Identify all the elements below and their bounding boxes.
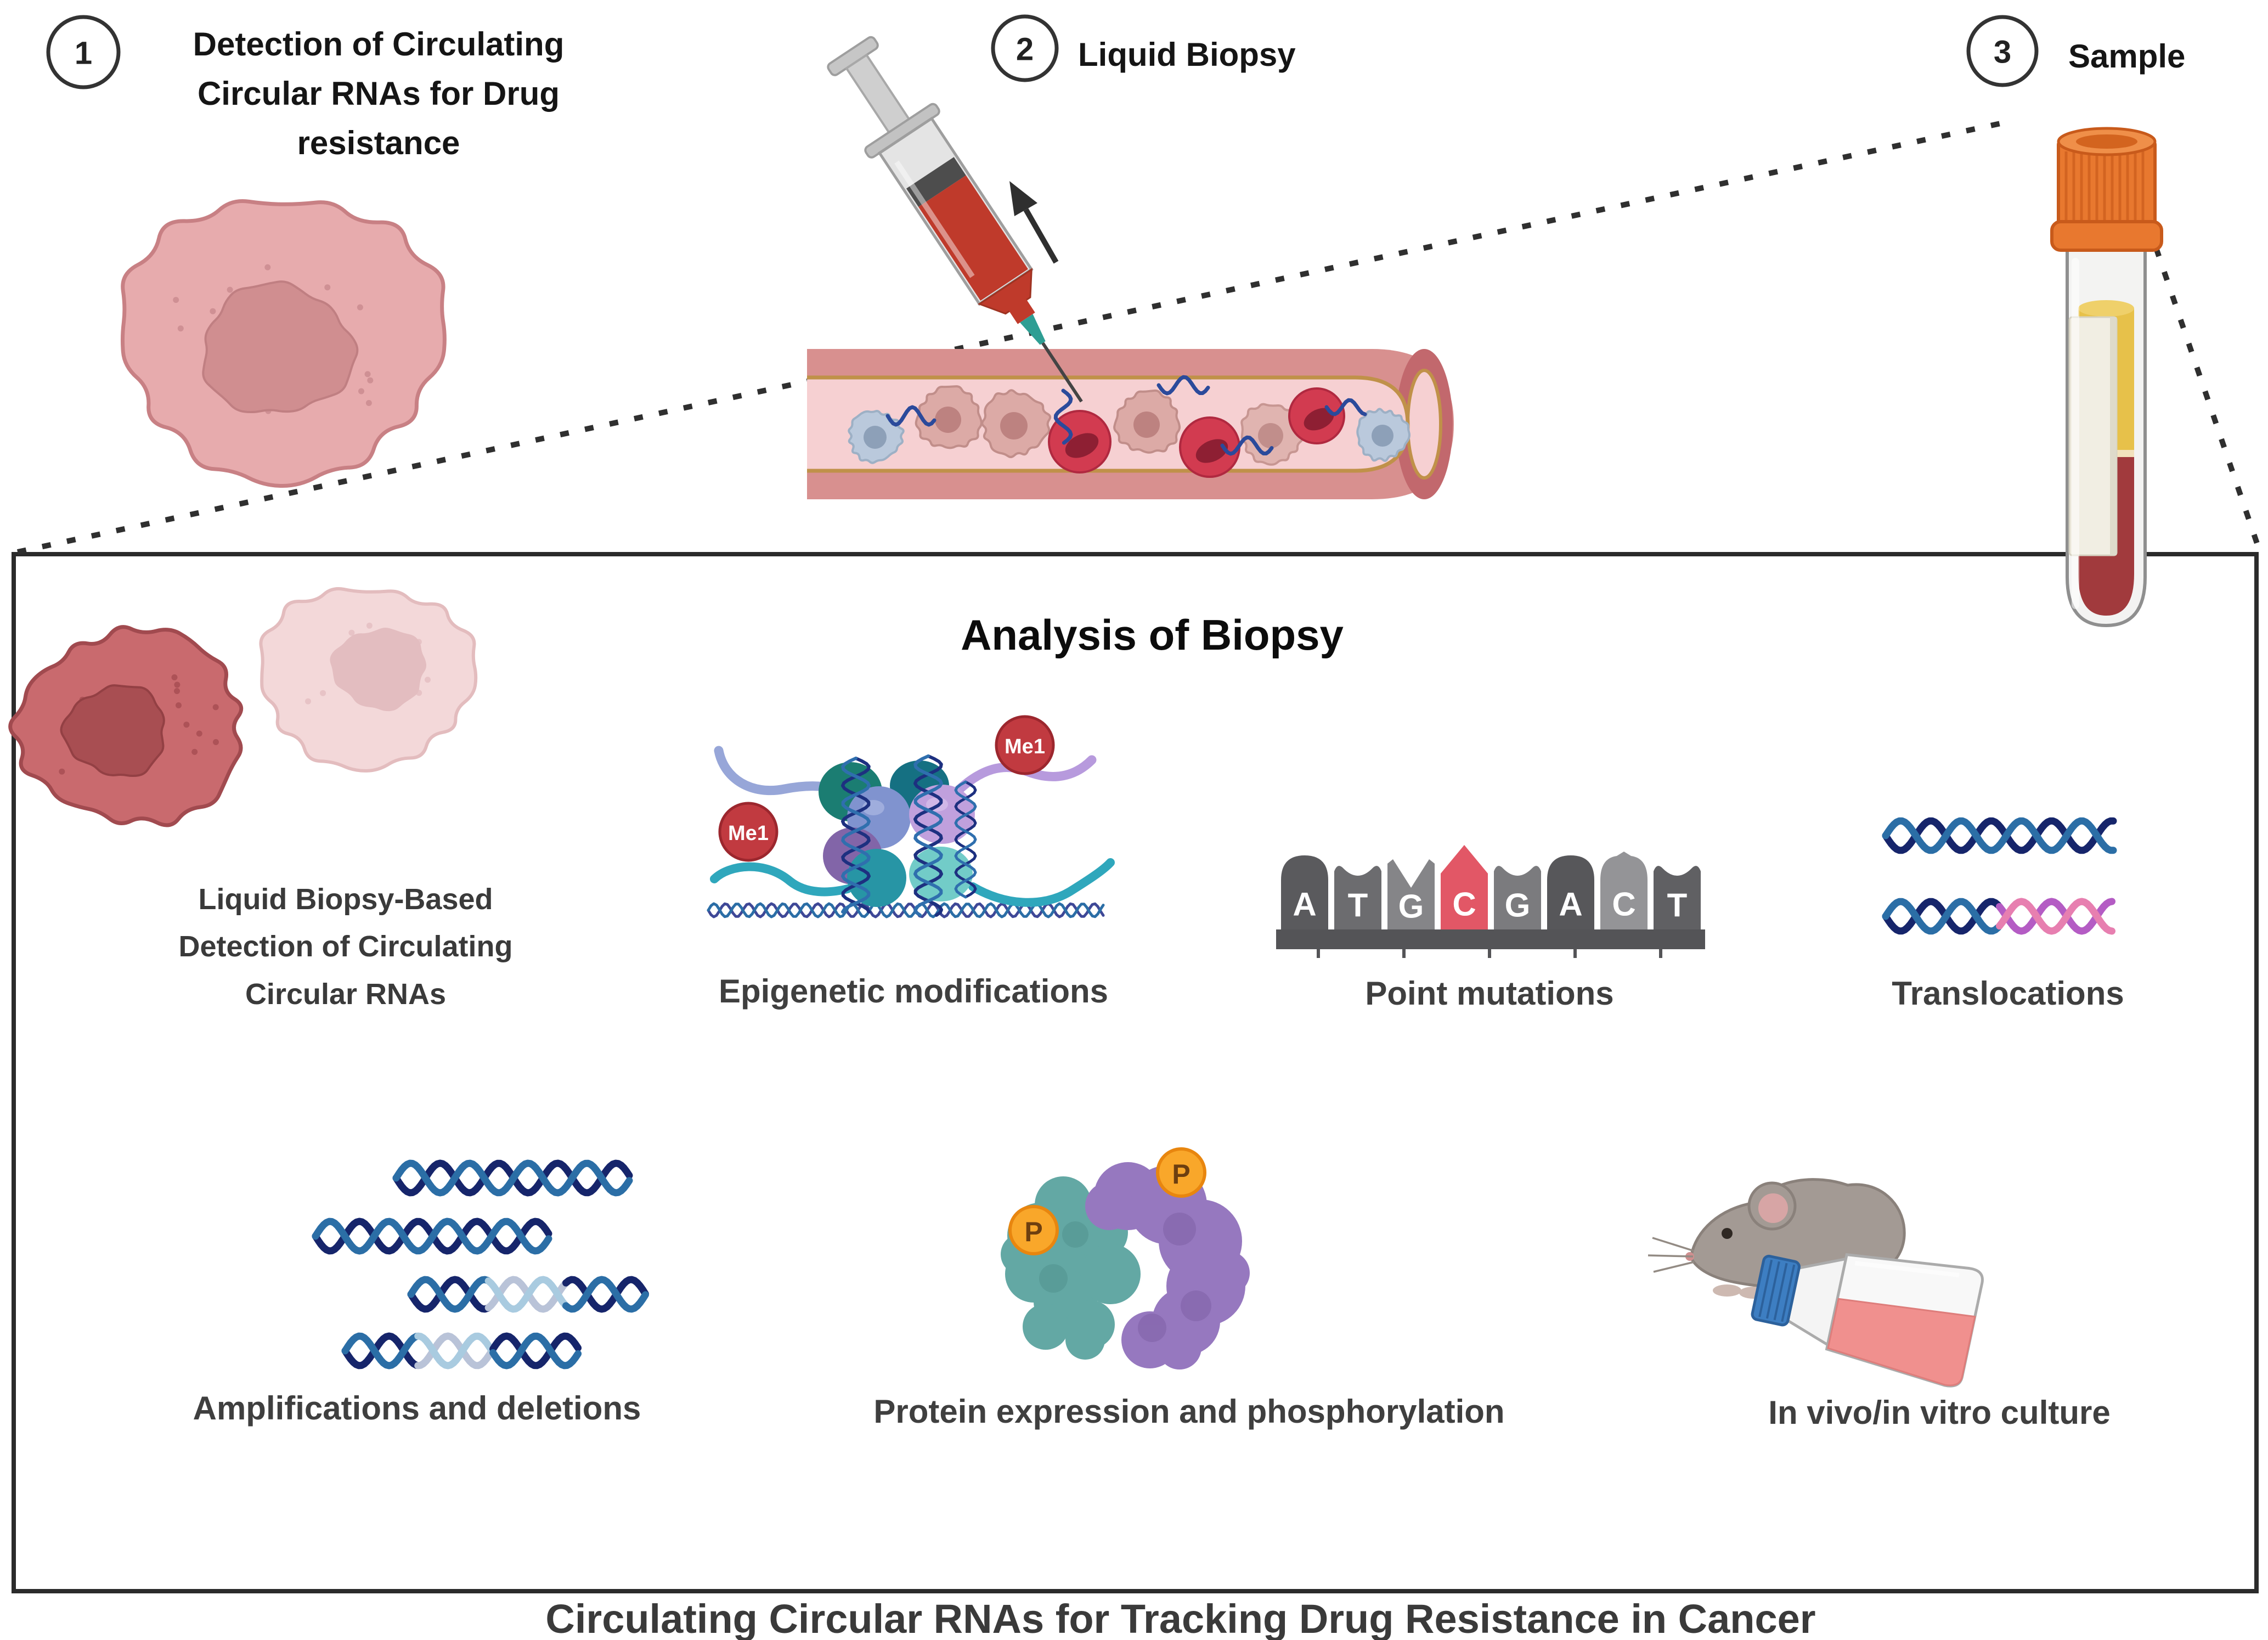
resistant-cell-icon xyxy=(8,625,244,827)
methyl-badge: Me1 xyxy=(718,802,778,862)
culture-flask-icon xyxy=(1751,1253,1984,1388)
nucleosome-illustration: Me1 Me1 xyxy=(707,715,1115,918)
caption-translocations: Translocations xyxy=(1892,975,2124,1012)
dna-sequence-illustration: A T G C G A C T xyxy=(1276,845,1705,958)
svg-text:P: P xyxy=(1024,1216,1042,1247)
withdraw-arrow-icon xyxy=(1009,181,1059,264)
svg-text:A: A xyxy=(1559,886,1582,923)
svg-text:P: P xyxy=(1172,1159,1190,1190)
svg-text:2: 2 xyxy=(1016,32,1034,67)
syringe-icon xyxy=(827,36,1083,403)
tumor-cell-small-icon xyxy=(981,389,1052,458)
svg-text:A: A xyxy=(1293,886,1316,923)
methyl-badge: Me1 xyxy=(995,715,1055,775)
amplification-helices-illustration xyxy=(312,1159,649,1370)
tumor-cell-small-icon xyxy=(1113,389,1181,454)
svg-text:C: C xyxy=(1452,886,1476,923)
circulating-rna-icon xyxy=(885,375,1367,456)
red-blood-cell-icon xyxy=(1288,387,1345,444)
step-3-badge: 3 xyxy=(1966,15,2039,87)
step-2-badge: 2 xyxy=(991,14,1059,82)
svg-text:G: G xyxy=(1398,888,1424,925)
caption-epigenetics: Epigenetic modifications xyxy=(718,973,1109,1010)
figure-title: Circulating Circular RNAs for Tracking D… xyxy=(545,1596,1816,1640)
dotted-connector-right xyxy=(2153,247,2262,551)
svg-text:3: 3 xyxy=(1994,35,2011,70)
svg-text:1: 1 xyxy=(75,36,92,71)
step-3-label: Sample xyxy=(2068,38,2186,75)
caption-amplifications: Amplifications and deletions xyxy=(193,1390,641,1427)
step-1-label: Detection of Circulating Circular RNAs f… xyxy=(193,26,565,161)
tumor-cell-icon xyxy=(120,199,447,488)
step-1-badge: 1 xyxy=(46,15,121,89)
caption-protein: Protein expression and phosphorylation xyxy=(873,1393,1505,1430)
red-blood-cell-icon xyxy=(1179,416,1240,478)
svg-text:C: C xyxy=(1612,886,1635,923)
immune-cell-icon xyxy=(848,410,905,464)
svg-text:T: T xyxy=(1348,887,1368,924)
tumor-cell-small-icon xyxy=(915,385,983,449)
svg-text:Me1: Me1 xyxy=(728,822,769,845)
sensitive-cell-icon xyxy=(259,587,478,773)
caption-culture: In vivo/in vitro culture xyxy=(1768,1394,2111,1431)
svg-text:G: G xyxy=(1505,887,1531,924)
translocation-helices-illustration xyxy=(1882,817,2117,935)
phospho-badge: P xyxy=(1156,1147,1206,1198)
blood-vessel-illustration xyxy=(807,349,1454,499)
svg-text:Me1: Me1 xyxy=(1005,735,1045,758)
phospho-badge: P xyxy=(1008,1205,1059,1255)
left-caption: Liquid Biopsy-Based Detection of Circula… xyxy=(178,883,513,1011)
dotted-connector-left xyxy=(16,119,2009,555)
immune-cell-icon xyxy=(1356,408,1411,462)
svg-text:T: T xyxy=(1667,887,1688,924)
protein-complex-illustration: P P xyxy=(1001,1147,1250,1370)
sample-tube-icon xyxy=(2050,127,2163,628)
caption-point-mutations: Point mutations xyxy=(1365,975,1614,1012)
analysis-title: Analysis of Biopsy xyxy=(961,611,1344,659)
step-2-label: Liquid Biopsy xyxy=(1078,36,1296,73)
